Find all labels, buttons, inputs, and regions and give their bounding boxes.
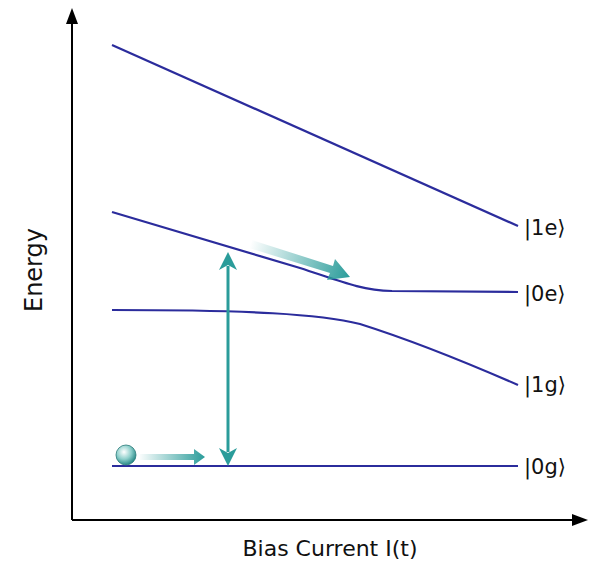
transition-line <box>227 266 230 452</box>
energy-level-curve <box>112 310 518 385</box>
state-label: |1g⟩ <box>524 373 566 397</box>
energy-level-curve <box>112 45 518 226</box>
axis-arrowhead <box>66 8 78 24</box>
motion-arrow <box>140 449 205 465</box>
arrowhead <box>219 448 237 466</box>
axis-arrowhead <box>572 514 588 526</box>
current-axis <box>72 519 572 521</box>
state-label: |1e⟩ <box>524 216 566 240</box>
axis-title: Bias Current I(t) <box>242 536 417 561</box>
state-label: |0e⟩ <box>524 282 566 306</box>
motion-arrow <box>249 240 350 280</box>
axis-title: Energy <box>20 228 48 312</box>
transition-arrow <box>219 252 237 466</box>
energy-axis <box>71 22 73 520</box>
axes <box>66 8 588 526</box>
energy-level-curve <box>112 212 518 292</box>
arrowhead <box>219 252 237 270</box>
state-label: |0g⟩ <box>524 455 566 479</box>
energy-level-curve <box>112 465 518 467</box>
particle-ball <box>116 445 136 465</box>
